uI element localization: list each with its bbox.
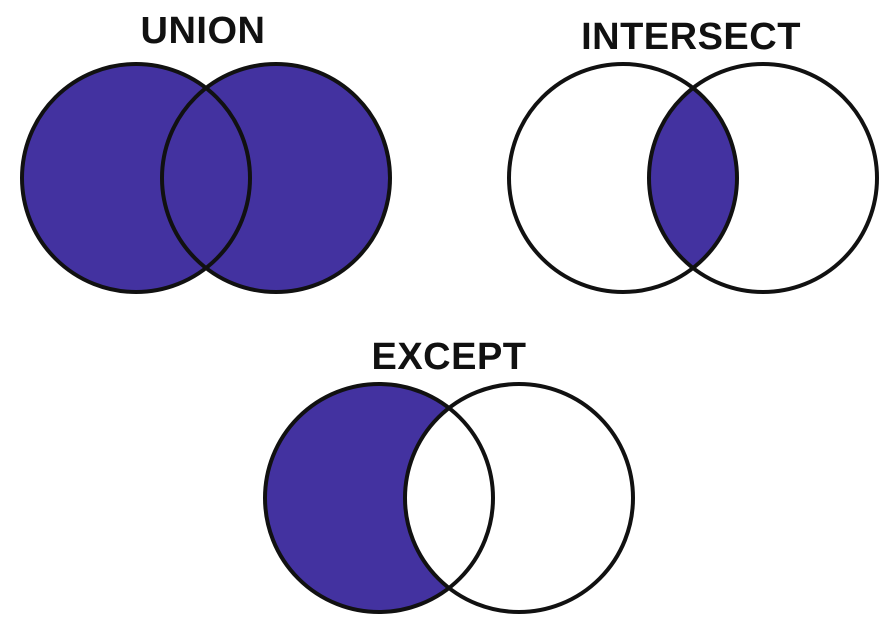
union-venn: [20, 62, 392, 294]
union-right-region: [162, 64, 390, 292]
except-left-circle-outline: [263, 382, 495, 614]
intersect-left-circle-outline: [507, 62, 739, 294]
intersect-overlap-region: [649, 64, 737, 292]
except-title: EXCEPT: [371, 336, 527, 378]
union-title: UNION: [140, 10, 266, 52]
except-left-only-region: [265, 384, 493, 612]
union-right-circle-outline: [160, 62, 392, 294]
union-left-circle-outline: [20, 62, 252, 294]
intersect-right-circle-outline: [647, 62, 879, 294]
except-venn: [263, 382, 635, 614]
except-right-circle-outline: [403, 382, 635, 614]
intersect-venn: [507, 62, 879, 294]
intersect-title: INTERSECT: [581, 16, 801, 58]
